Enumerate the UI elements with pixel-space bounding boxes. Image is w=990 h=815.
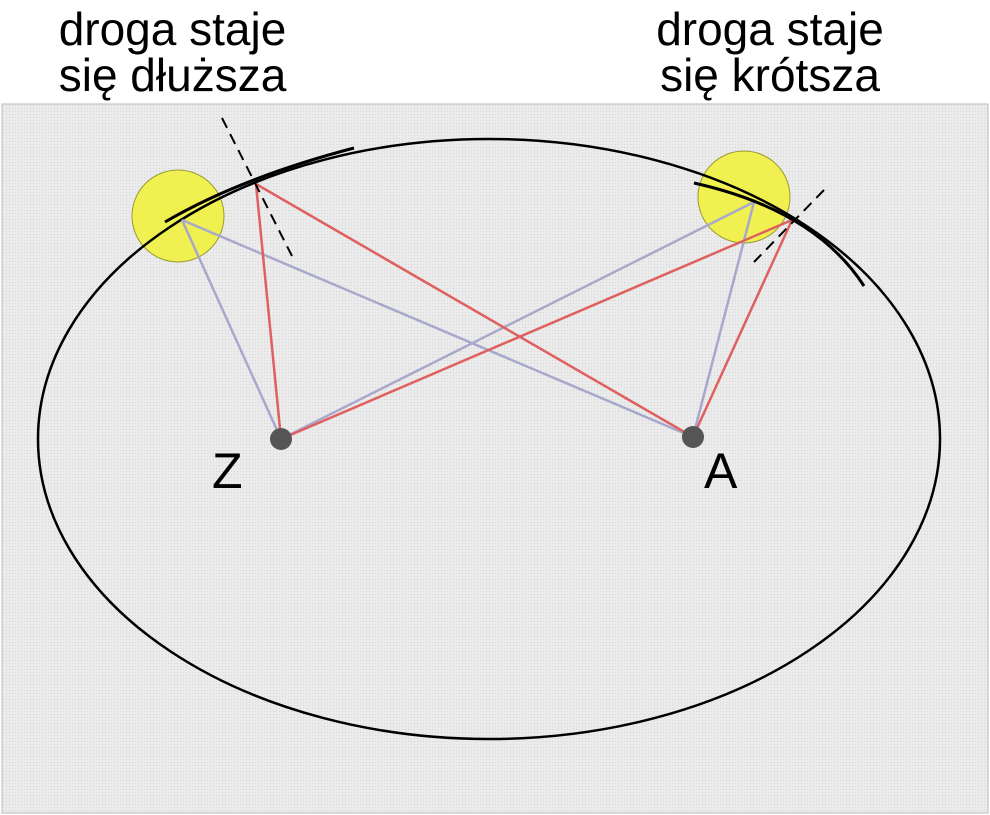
red-path-z-to-left [254,183,283,440]
caption-shorter-path: droga staje się krótsza [610,6,930,98]
ellipse-curve [36,137,942,741]
caption-right-line2: się krótsza [660,49,880,101]
caption-left-line2: się dłuższa [58,49,287,101]
point-a-label: A [704,443,738,499]
left-normal-dashed [221,117,293,257]
right-curvature-arc [693,181,866,287]
red-path-z-to-right [280,218,793,441]
blue-path-z-to-left [180,219,283,440]
point-z [270,428,292,450]
left-curvature-arc [164,146,355,224]
red-path-left-to-a [255,182,694,439]
blue-path-left-to-a [181,218,694,439]
caption-left-line1: droga staje [58,3,287,55]
red-paths [254,182,794,441]
point-a [682,426,704,448]
blue-path-z-to-right [280,200,755,441]
point-z-label: Z [212,443,243,499]
caption-right-line1: droga staje [656,3,884,55]
caption-longer-path: droga staje się dłuższa [10,6,335,98]
red-path-right-to-a [691,219,794,438]
